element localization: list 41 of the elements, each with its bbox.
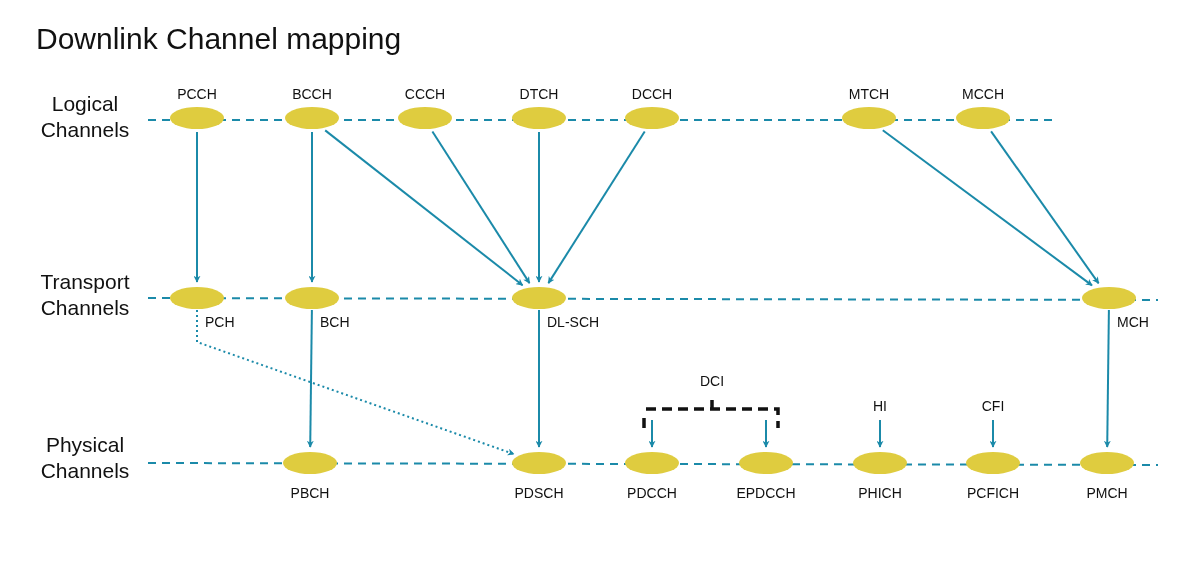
row-label: Transport Channels [39, 269, 131, 321]
arrow [535, 131, 543, 283]
channel-name: MCCH [962, 86, 1004, 102]
arrow [762, 419, 770, 448]
channel-name: DCCH [631, 86, 673, 102]
arrow [324, 129, 524, 287]
arrow [431, 130, 531, 285]
channel-name: BCCH [292, 86, 332, 102]
arrow [876, 419, 884, 448]
channel-name: DTCH [519, 86, 559, 102]
channel-name: BCH [320, 314, 350, 330]
channel-name: PCCH [177, 86, 217, 102]
channel-name: EPDCCH [736, 485, 796, 501]
arrow [881, 129, 1093, 287]
channel-name: PBCH [290, 485, 330, 501]
channel-name: PCH [205, 314, 235, 330]
arrow [535, 309, 543, 448]
arrow [308, 131, 316, 283]
channel-name: PDSCH [514, 485, 564, 501]
arrow [648, 419, 656, 448]
channel-name: MCH [1117, 314, 1149, 330]
arrow [990, 130, 1100, 285]
arrow [196, 309, 515, 456]
channel-name: MTCH [848, 86, 890, 102]
channel-name: PMCH [1086, 485, 1128, 501]
channel-name: DL-SCH [547, 314, 600, 330]
channel-name: HI [873, 398, 887, 414]
arrow [547, 130, 646, 285]
channel-name: CCCH [404, 86, 446, 102]
row-label: Logical Channels [39, 91, 131, 143]
arrow [306, 309, 314, 448]
channel-name: CFI [981, 398, 1005, 414]
diagram-title: Downlink Channel mapping [36, 22, 402, 56]
row-label: Physical Channels [39, 432, 131, 484]
arrow [1103, 309, 1111, 448]
channel-name: PCFICH [966, 485, 1020, 501]
arrow [989, 419, 997, 448]
arrow [193, 131, 201, 283]
channel-name: PDCCH [627, 485, 677, 501]
channel-name: DCI [699, 373, 725, 389]
channel-name: PHICH [858, 485, 902, 501]
